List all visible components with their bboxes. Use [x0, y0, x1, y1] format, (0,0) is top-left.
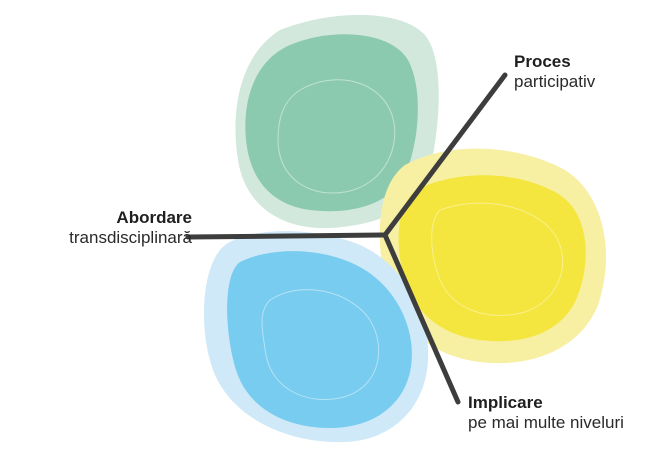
yellow-petal-contour — [431, 202, 564, 316]
blue-petal — [203, 231, 429, 443]
connector-lines — [185, 72, 508, 405]
green-petal-contour — [277, 79, 396, 194]
label-proces: Proces participativ — [514, 52, 595, 91]
implicare-title: Implicare — [468, 393, 543, 412]
line-to-proces — [382, 72, 508, 238]
yellow-petal — [379, 148, 606, 364]
line-to-implicare — [382, 232, 461, 405]
proces-subtitle: participativ — [514, 71, 596, 91]
blue-petal-contour — [261, 289, 380, 400]
blue-petal-inner — [227, 251, 412, 428]
green-petal — [235, 14, 439, 229]
yellow-petal-inner — [398, 175, 586, 342]
abordare-title: Abordare — [116, 208, 192, 227]
implicare-subtitle: pe mai multe niveluri — [468, 412, 624, 432]
abordare-subtitle: transdisciplinară — [69, 227, 192, 247]
label-implicare: Implicare pe mai multe niveluri — [468, 393, 624, 432]
label-abordare: Abordare transdisciplinară — [0, 208, 192, 247]
green-petal-inner — [245, 34, 418, 212]
proces-title: Proces — [514, 52, 571, 71]
line-to-abordare — [185, 232, 388, 240]
